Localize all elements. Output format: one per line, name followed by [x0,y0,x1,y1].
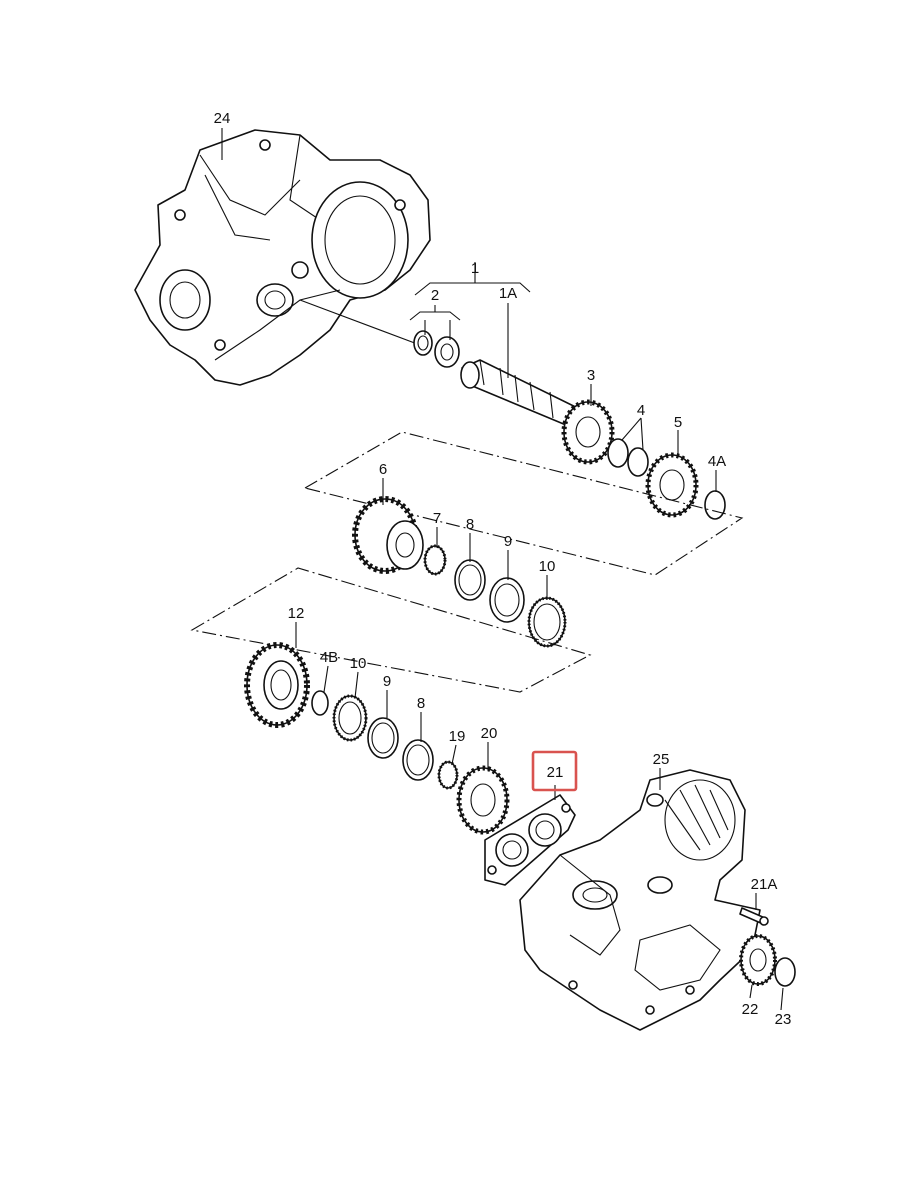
label-22: 22 [742,1001,759,1018]
label-19: 19 [449,728,466,745]
label-1: 1 [471,260,479,277]
circlip-4a [704,490,726,520]
gearbox-housing-25 [519,769,761,1031]
label-3: 3 [587,367,595,384]
sleeve-9-upper [489,577,525,623]
bearing-2 [413,330,460,368]
gear-22 [739,934,777,986]
callout-labels: 24 1 1A 2 3 4 5 4A 6 7 8 9 10 12 4B 10 9… [214,110,792,1028]
sync-ring-8-lower [402,739,434,781]
circlip-23 [774,957,796,987]
label-24: 24 [214,110,231,127]
gear-3 [561,399,615,465]
assembly-boundary-lower [190,567,592,693]
label-8-lower: 8 [417,695,425,712]
label-9-lower: 9 [383,673,391,690]
label-6: 6 [379,461,387,478]
gear-20 [456,765,510,835]
label-1a: 1A [499,285,517,302]
highlight-box [531,750,578,792]
assembly-boundary-upper [303,431,744,576]
label-23: 23 [775,1011,792,1028]
label-10-lower: 10 [350,655,367,672]
sync-ring-10-lower [332,694,368,742]
circlip-4 [607,438,649,477]
label-4a: 4A [708,453,726,470]
label-8-upper: 8 [466,516,474,533]
label-12: 12 [288,605,305,622]
label-21a: 21A [751,876,778,893]
needle-bearing-7 [423,544,447,576]
bearing-plate-21 [484,794,576,886]
gear-12 [244,642,310,728]
sleeve-9-lower [367,717,399,759]
label-25: 25 [653,751,670,768]
label-20: 20 [481,725,498,742]
label-21: 21 [547,764,564,781]
sync-ring-8-upper [454,559,486,601]
transmission-housing-24 [134,129,431,386]
label-2: 2 [431,287,439,304]
label-7: 7 [433,510,441,527]
gear-5 [645,452,699,518]
needle-bearing-19 [437,760,459,790]
circlip-4b [311,690,329,716]
gear-6 [352,496,424,574]
label-9-upper: 9 [504,533,512,550]
label-5: 5 [674,414,682,431]
label-10-upper: 10 [539,558,556,575]
label-4b: 4B [320,649,338,666]
label-4: 4 [637,402,645,419]
callout-leaders [221,128,784,1011]
bolt-21a [739,907,769,926]
